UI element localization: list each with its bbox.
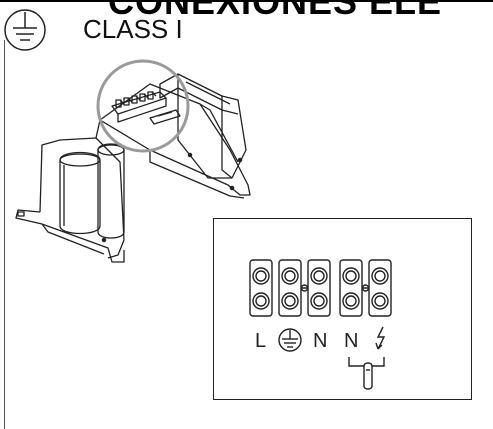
page-title-partial: CONEXIONES ELÉ [108, 0, 443, 22]
terminal-column [307, 259, 331, 317]
terminal-label-neutral-2: N [344, 330, 359, 352]
jumper-link [348, 357, 385, 390]
ground-symbol-icon [278, 328, 302, 352]
left-margin-line [4, 40, 5, 429]
terminal-column [249, 259, 273, 317]
highlight-circle [96, 59, 190, 153]
terminal-column [368, 259, 392, 317]
terminal-label-live: L [255, 330, 267, 352]
lightning-icon [375, 326, 386, 350]
class-i-label: CLASS I [83, 14, 183, 44]
terminal-column [278, 259, 302, 317]
top-border-line [0, 0, 493, 2]
terminal-label-neutral: N [313, 330, 328, 352]
terminal-column [339, 259, 363, 317]
terminal-detail-box [213, 218, 472, 400]
